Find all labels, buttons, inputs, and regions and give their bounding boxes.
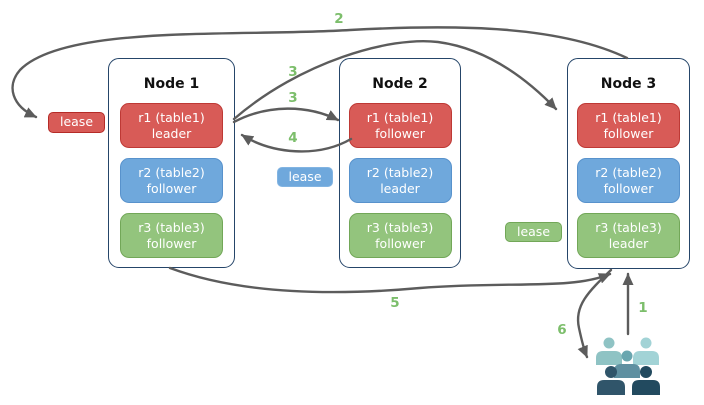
replica-role: leader: [151, 125, 192, 141]
person-icon: [596, 337, 622, 365]
node-title: Node 2: [372, 76, 428, 92]
replica-r3-node3: r3 (table3) leader: [577, 213, 680, 258]
replica-r2-node2: r2 (table2) leader: [348, 158, 452, 203]
replica-r3-node1: r3 (table3) follower: [120, 213, 223, 258]
step-label-5: 5: [390, 295, 400, 311]
replica-role: follower: [146, 235, 197, 251]
replica-name: r2 (table2): [595, 164, 662, 180]
replica-name: r1 (table1): [366, 109, 434, 125]
lease-badge-table1: lease: [48, 112, 105, 133]
node-title: Node 1: [143, 76, 200, 92]
replica-r1-node2: r1 (table1) follower: [348, 103, 452, 148]
lease-badge-table2: lease: [277, 167, 333, 187]
person-icon: [614, 350, 640, 378]
node-box-2: Node 2 r1 (table1) follower r2 (table2) …: [339, 58, 461, 268]
replica-name: r3 (table3): [366, 219, 434, 235]
users-icon: [596, 337, 660, 395]
replica-role: follower: [375, 235, 425, 251]
replica-r3-node2: r3 (table3) follower: [348, 213, 452, 258]
step-label-3b: 3: [288, 90, 298, 106]
step-label-6: 6: [557, 322, 567, 338]
arrow-step2-node3-to-lease1: [11, 26, 629, 119]
replica-r2-node1: r2 (table2) follower: [120, 158, 223, 203]
node-title: Node 3: [600, 76, 657, 92]
step-label-2: 2: [334, 11, 344, 27]
replica-name: r3 (table3): [595, 219, 662, 235]
replica-role: follower: [375, 125, 425, 141]
person-icon: [633, 337, 659, 365]
replica-name: r1 (table1): [595, 109, 662, 125]
lease-badge-table3: lease: [505, 222, 562, 242]
step-label-1: 1: [638, 300, 648, 316]
replica-name: r2 (table2): [138, 164, 205, 180]
replica-name: r3 (table3): [138, 219, 205, 235]
replica-role: follower: [146, 180, 197, 196]
replica-name: r1 (table1): [138, 109, 205, 125]
replica-name: r2 (table2): [366, 164, 434, 180]
node-box-3: Node 3 r1 (table1) follower r2 (table2) …: [567, 58, 690, 269]
replica-role: leader: [380, 180, 420, 196]
node-box-1: Node 1 r1 (table1) leader r2 (table2) fo…: [108, 58, 235, 268]
replica-r2-node3: r2 (table2) follower: [577, 158, 680, 203]
replica-role: follower: [603, 180, 654, 196]
replica-r1-node1: r1 (table1) leader: [120, 103, 223, 148]
step-label-3a: 3: [288, 64, 298, 80]
arrow-step3-leader-to-node2-follower: [232, 107, 340, 124]
replica-role: leader: [608, 235, 649, 251]
person-icon: [597, 366, 625, 395]
replica-r1-node3: r1 (table1) follower: [577, 103, 680, 148]
step-label-4: 4: [288, 130, 298, 146]
arrow-step5-node1-to-node3: [168, 266, 612, 294]
replica-role: follower: [603, 125, 654, 141]
person-icon: [632, 366, 660, 395]
